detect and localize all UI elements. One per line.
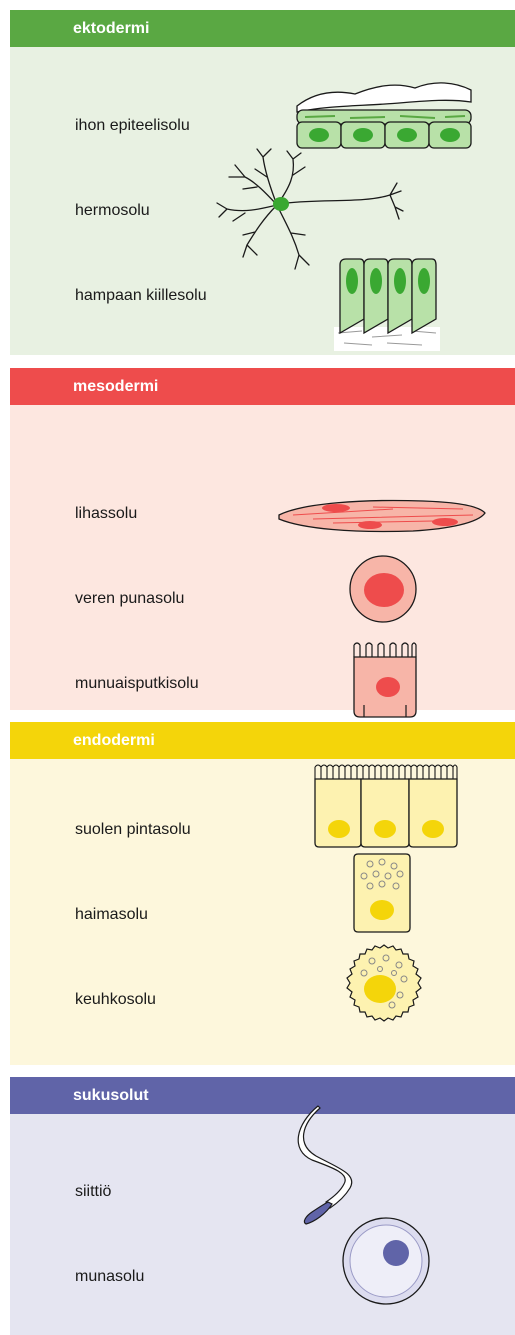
tooth-enamel-cell-icon	[332, 257, 444, 352]
section-header-germ-cells: sukusolut	[10, 1077, 515, 1114]
section-header-ectoderm: ektodermi	[10, 10, 515, 47]
label-skin-epithelial-cell: ihon epiteelisolu	[75, 117, 190, 135]
egg-cell-icon	[341, 1216, 431, 1306]
section-body-mesoderm: lihassolu veren punasolu munuaisputkisol…	[10, 405, 515, 710]
muscle-cell-icon	[273, 497, 488, 535]
sperm-cell-icon	[288, 1104, 378, 1234]
label-pancreas-cell: haimasolu	[75, 906, 148, 924]
kidney-tubule-cell-icon	[350, 641, 420, 721]
label-red-blood-cell: veren punasolu	[75, 590, 184, 608]
section-endoderm: endodermi suolen pintasolu haimasolu keu…	[10, 722, 515, 1065]
section-body-ectoderm: ihon epiteelisolu hermosolu hampaan kiil…	[10, 47, 515, 355]
label-nerve-cell: hermosolu	[75, 202, 150, 220]
pancreas-cell-icon	[352, 852, 412, 934]
section-body-germ-cells: siittiö munasolu	[10, 1114, 515, 1335]
label-sperm-cell: siittiö	[75, 1183, 111, 1201]
label-muscle-cell: lihassolu	[75, 505, 137, 523]
lung-cell-icon	[344, 943, 424, 1023]
section-ectoderm: ektodermi ihon epiteelisolu hermosolu ha…	[10, 10, 515, 355]
section-mesoderm: mesodermi lihassolu veren punasolu munua…	[10, 368, 515, 710]
label-kidney-tubule-cell: munuaisputkisolu	[75, 675, 199, 693]
label-lung-cell: keuhkosolu	[75, 991, 156, 1009]
label-tooth-enamel-cell: hampaan kiillesolu	[75, 287, 207, 305]
section-header-mesoderm: mesodermi	[10, 368, 515, 405]
intestinal-surface-cell-icon	[313, 763, 459, 849]
section-germ-cells: sukusolut siittiö munasolu	[10, 1077, 515, 1335]
label-intestinal-surface-cell: suolen pintasolu	[75, 821, 191, 839]
section-body-endoderm: suolen pintasolu haimasolu keuhkosolu	[10, 759, 515, 1065]
section-header-endoderm: endodermi	[10, 722, 515, 759]
skin-epithelial-cell-icon	[295, 72, 475, 152]
label-egg-cell: munasolu	[75, 1268, 144, 1286]
red-blood-cell-icon	[347, 553, 419, 625]
